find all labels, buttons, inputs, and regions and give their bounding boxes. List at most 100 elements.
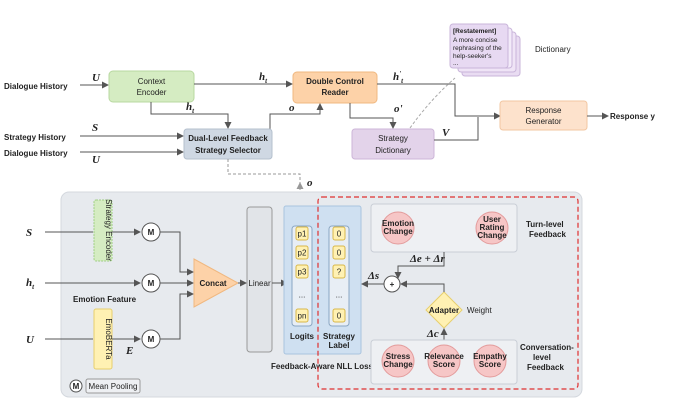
stress-change-label-1: Stress bbox=[386, 352, 411, 361]
empathy-score-label-1: Empathy bbox=[473, 352, 507, 361]
logits-items: p1 p2 p3... pn bbox=[295, 226, 309, 323]
strategy-label-value-4: 0 bbox=[337, 312, 342, 321]
logit-value-1: p2 bbox=[298, 249, 307, 258]
mean-pool-symbol-2: M bbox=[148, 279, 155, 288]
adapter-to-plus bbox=[400, 280, 445, 292]
response-output-label: Response y bbox=[610, 112, 655, 121]
o-prime-symbol: o' bbox=[394, 103, 403, 115]
strategy-encoder-box bbox=[93, 199, 113, 262]
v-arrow bbox=[434, 117, 479, 141]
ht-symbol-lower: ht bbox=[26, 277, 35, 291]
strategy-label-label-2: Label bbox=[329, 341, 350, 350]
logit-cell-2 bbox=[295, 264, 309, 279]
dialogue-history-label-1: Dialogue History bbox=[4, 82, 68, 91]
dictionary-card-tag: [Restatement] bbox=[453, 28, 496, 35]
v-symbol: V bbox=[442, 127, 451, 139]
relevance-score-node bbox=[427, 344, 461, 378]
selector-dashed-link bbox=[227, 159, 301, 190]
strategy-label-cell-1 bbox=[332, 245, 346, 260]
o-symbol-lower: o bbox=[307, 177, 313, 189]
strategy-dictionary-box bbox=[351, 128, 435, 160]
dictionary-card-line-4: ... bbox=[453, 60, 459, 67]
ht-prime-symbol: h't bbox=[393, 70, 404, 85]
emotion-feature-label: Emotion Feature bbox=[73, 295, 137, 304]
e-symbol: E bbox=[125, 345, 133, 357]
m1-to-concat bbox=[160, 231, 194, 276]
dictionary-dashed-link bbox=[409, 77, 456, 129]
m3-to-concat bbox=[160, 290, 194, 340]
dictionary-card-line-2: rephrasing of the bbox=[453, 45, 502, 52]
strategy-label-cell-2 bbox=[332, 264, 346, 279]
adapter-label: Adapter bbox=[429, 306, 459, 315]
relevance-score-label-1: Relevance bbox=[424, 352, 464, 361]
strategy-label-value-0: 0 bbox=[337, 230, 342, 239]
nll-loss-label: Feedback-Aware NLL Loss bbox=[271, 362, 374, 371]
plus-symbol: + bbox=[390, 280, 395, 289]
reader-label-2: Reader bbox=[321, 88, 348, 97]
dictionary-title: Dictionary bbox=[535, 45, 571, 54]
user-rating-label-1: User bbox=[483, 215, 501, 224]
dictionary-card-front bbox=[449, 23, 509, 69]
strategy-label-value-1: 0 bbox=[337, 249, 342, 258]
legend-box bbox=[85, 378, 141, 394]
conversation-level-title-3: Feedback bbox=[527, 363, 564, 372]
concat-node bbox=[193, 258, 240, 308]
stress-change-label-2: Change bbox=[383, 360, 413, 369]
relevance-score-label-2: Score bbox=[433, 360, 456, 369]
linear-layer bbox=[246, 206, 273, 353]
emotion-change-node bbox=[381, 211, 415, 245]
conversation-level-title-1: Conversation- bbox=[520, 343, 574, 352]
legend-mean-pool-icon bbox=[69, 379, 83, 393]
s-symbol-top: S bbox=[92, 122, 98, 134]
strategy-label-value-3: ... bbox=[336, 291, 343, 300]
ht-symbol-2: ht bbox=[186, 101, 195, 115]
logit-cell-4 bbox=[295, 308, 309, 323]
logit-cell-0 bbox=[295, 226, 309, 241]
ht-symbol-1: ht bbox=[259, 71, 268, 85]
context-encoder-label-1: Context bbox=[138, 77, 166, 86]
empathy-score-node bbox=[473, 344, 507, 378]
strategy-encoder-label: Strategy Encoder bbox=[104, 199, 113, 261]
strategy-label-cell-4 bbox=[332, 308, 346, 323]
reader-label-1: Double Control bbox=[306, 77, 364, 86]
double-control-reader-box bbox=[292, 71, 378, 104]
o-symbol-top: o bbox=[289, 102, 295, 114]
legend-text: Mean Pooling bbox=[89, 382, 138, 391]
turn-level-title-2: Feedback bbox=[529, 230, 566, 239]
dictionary-card-line-1: A more concise bbox=[453, 37, 498, 44]
strategy-label-items: 00?...0 bbox=[332, 226, 346, 323]
selector-label-2: Strategy Selector bbox=[195, 146, 261, 155]
concat-label: Concat bbox=[199, 279, 226, 288]
strategy-label-cell-0 bbox=[332, 226, 346, 241]
user-rating-label-2: Rating bbox=[480, 223, 505, 232]
turn-level-title-1: Turn-level bbox=[526, 220, 564, 229]
delta-e-r-label: Δe + Δr bbox=[409, 253, 445, 265]
logit-cell-1 bbox=[295, 245, 309, 260]
logit-value-2: p3 bbox=[298, 268, 307, 277]
dictionary-box-label-2: Dictionary bbox=[375, 146, 411, 155]
emoberta-label: EmoBERTa bbox=[104, 318, 113, 360]
context-encoder-label-2: Encoder bbox=[137, 88, 167, 97]
logit-value-4: pn bbox=[298, 312, 307, 321]
dictionary-card-line-3: help-seeker's bbox=[453, 53, 492, 60]
generator-label-1: Response bbox=[525, 106, 562, 115]
empathy-score-label-2: Score bbox=[479, 360, 502, 369]
delta-c-label: Δc bbox=[426, 328, 439, 340]
s-symbol-lower: S bbox=[26, 227, 32, 239]
ht-prime-arrow bbox=[377, 83, 501, 120]
logit-value-3: ... bbox=[299, 291, 306, 300]
u-symbol-bottom: U bbox=[92, 154, 101, 166]
ht-arrow-to-selector bbox=[150, 102, 232, 129]
turn-feedback-arrow bbox=[394, 252, 445, 279]
delta-s-label: Δs bbox=[367, 270, 379, 282]
user-rating-node bbox=[475, 211, 509, 245]
o-arrow-to-reader bbox=[269, 103, 324, 129]
u-symbol-top: U bbox=[92, 72, 101, 84]
selector-label-1: Dual-Level Feedback bbox=[188, 134, 268, 143]
stress-change-node bbox=[381, 344, 415, 378]
dialogue-history-label-2: Dialogue History bbox=[4, 149, 68, 158]
context-encoder-box bbox=[108, 70, 195, 103]
linear-label: Linear bbox=[248, 279, 271, 288]
u-symbol-lower: U bbox=[26, 334, 35, 346]
logit-value-0: p1 bbox=[298, 230, 307, 239]
